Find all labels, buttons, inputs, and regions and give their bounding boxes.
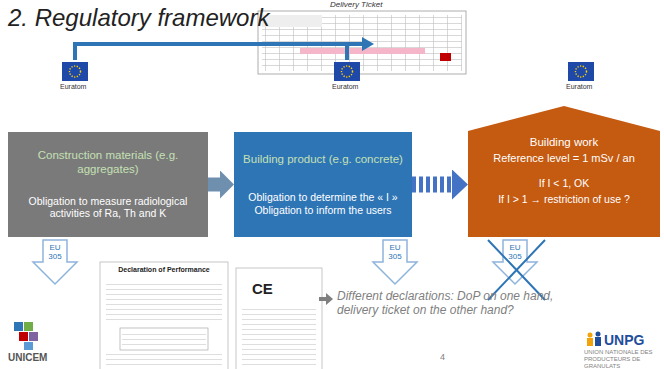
- logo-text: UNION NATIONALE DES PRODUCTEURS DE GRANU…: [584, 349, 660, 369]
- box-text: Reference level = 1 mSv / an: [493, 152, 635, 165]
- box-text: If I > 1 → restriction of use ?: [498, 193, 630, 206]
- page-number: 4: [440, 352, 445, 362]
- box-heading: Construction materials (e.g. aggregates): [16, 149, 200, 177]
- image-caption: Delivery Ticket: [330, 0, 382, 9]
- striped-arrow: [412, 177, 452, 193]
- down-arrow: [493, 240, 537, 284]
- logo-text: Euratom: [332, 83, 358, 91]
- euratom-flag: [62, 62, 88, 81]
- building-work-house: Building workReference level = 1 mSv / a…: [468, 106, 660, 237]
- blue-arrow: [345, 44, 349, 60]
- unicem-logo: [14, 322, 38, 350]
- euratom-flag: [334, 62, 360, 81]
- box-heading: Building product (e.g. concrete): [243, 153, 403, 167]
- slide-title: 2. Regulatory framework: [8, 4, 269, 32]
- box-text: If I < 1, OK: [539, 177, 589, 190]
- box-text: Obligation to measure radiological activ…: [16, 195, 200, 220]
- dop-document-image: [100, 262, 228, 369]
- down-arrow: [373, 240, 417, 284]
- logo-text: Euratom: [60, 83, 86, 91]
- down-arrow: [33, 240, 77, 284]
- house-outline: [468, 106, 660, 237]
- box-heading: Building work: [530, 136, 598, 150]
- box-text: Obligation to determine the « I » Obliga…: [242, 191, 404, 216]
- ce-mark: CE: [252, 280, 273, 297]
- regulation-tag: EU 305: [45, 243, 65, 261]
- regulation-tag: EU 305: [385, 243, 405, 261]
- regulation-tag: EU 305: [505, 243, 525, 261]
- unpg-logo: [587, 332, 601, 347]
- logo-text: UNICEM: [8, 352, 47, 364]
- flow-arrow: [208, 178, 220, 192]
- note-text: Different declarations: DoP on one hand,…: [337, 290, 562, 318]
- euratom-flag: [568, 62, 594, 81]
- blue-arrow: [75, 44, 362, 60]
- document-title: Declaration of Performance: [106, 266, 222, 274]
- logo-text: UNPG: [604, 332, 644, 348]
- material-box: Construction materials (e.g. aggregates)…: [8, 132, 208, 237]
- product-box: Building product (e.g. concrete) Obligati…: [234, 132, 412, 237]
- logo-text: Euratom: [566, 83, 592, 91]
- ce-label-image: [236, 268, 322, 369]
- note-arrow: [319, 293, 333, 305]
